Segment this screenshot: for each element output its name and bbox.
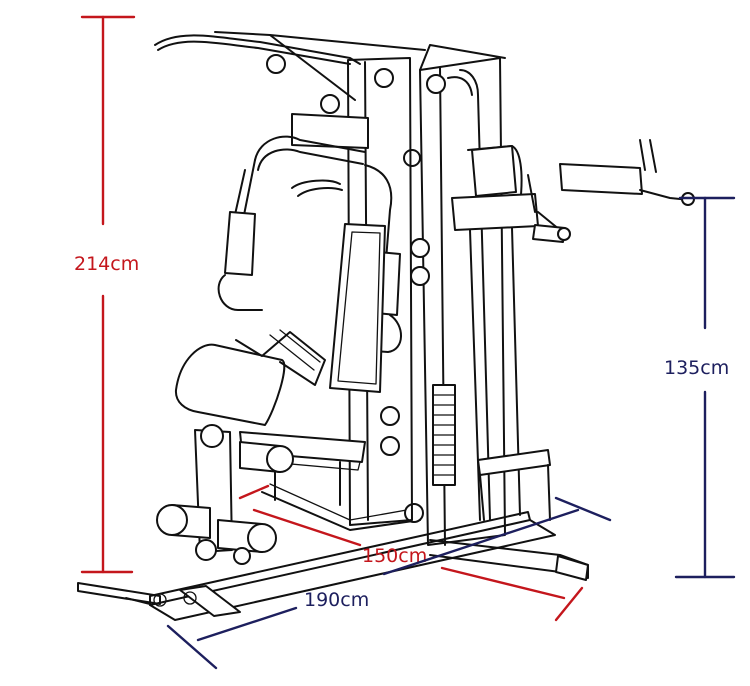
leg-extension — [156, 424, 294, 565]
label-height-bar: 135cm — [664, 357, 729, 379]
dimension-width: 150cm — [238, 484, 584, 622]
backrest — [329, 223, 386, 393]
label-length: 190cm — [304, 589, 369, 611]
label-width: 150cm — [362, 545, 427, 567]
main-tower — [404, 44, 506, 546]
label-height-total: 214cm — [74, 253, 139, 275]
base-frame — [77, 483, 589, 621]
dimension-height-total: 214cm — [74, 15, 139, 574]
dip-station — [451, 139, 695, 521]
dimension-length: 190cm — [166, 496, 612, 670]
preacher-pad — [174, 329, 326, 426]
dimension-height-bar: 135cm — [664, 196, 736, 579]
lat-pulldown-bar — [154, 31, 426, 167]
home-gym-machine-drawing — [77, 31, 695, 621]
